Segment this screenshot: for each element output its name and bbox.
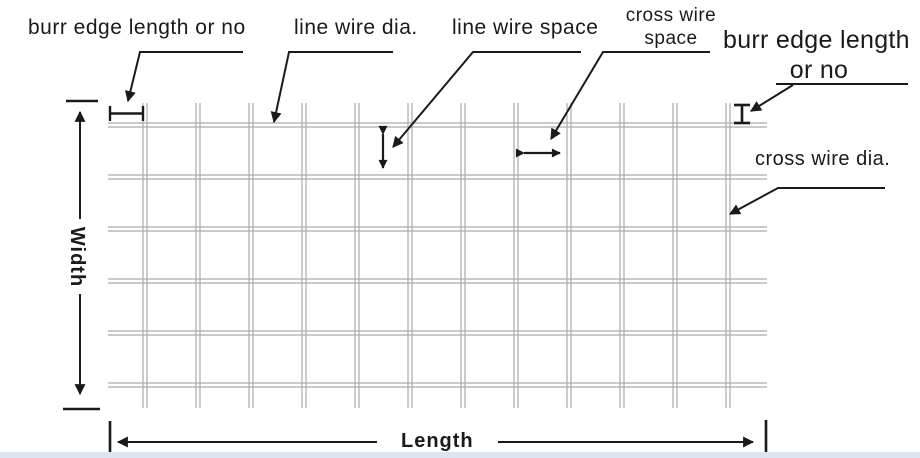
cross-wire-space-label-line2: space: [644, 28, 698, 49]
length-label: Length: [401, 430, 474, 452]
burr-edge-left-label: burr edge length or no: [28, 16, 246, 39]
burr-edge-right-leader-arrow: [750, 84, 794, 112]
width-dimension: [63, 99, 100, 411]
length-dimension: [108, 420, 768, 457]
line-wire-dia-label: line wire dia.: [294, 16, 418, 39]
line-wire-space-label: line wire space: [452, 16, 599, 39]
cross-wire-space-label-line1: cross wire: [625, 5, 717, 26]
burr-edge-left-bracket: [108, 106, 145, 121]
burr-edge-right-label-line2: or no: [789, 55, 849, 84]
cross-wire-space-leader-arrow: [550, 51, 710, 140]
cross-wire-space-label: cross wire space: [615, 4, 727, 50]
burr-edge-right-marker: [734, 103, 750, 125]
width-label: Width: [66, 226, 88, 288]
burr-edge-right-label-line1: burr edge length: [723, 26, 910, 54]
burr-edge-right-label: burr edge length or no: [723, 26, 910, 84]
line-wire-space-leader-arrow: [392, 51, 581, 148]
burr-edge-left-leader-arrow: [125, 51, 243, 103]
line-wire-dia-leader-arrow: [270, 51, 393, 124]
cross-wire-dia-leader-arrow: [729, 187, 885, 215]
cross-wire-dia-label: cross wire dia.: [755, 148, 891, 170]
mesh-grid: [108, 103, 767, 408]
bottom-edge-strip: [0, 452, 920, 458]
